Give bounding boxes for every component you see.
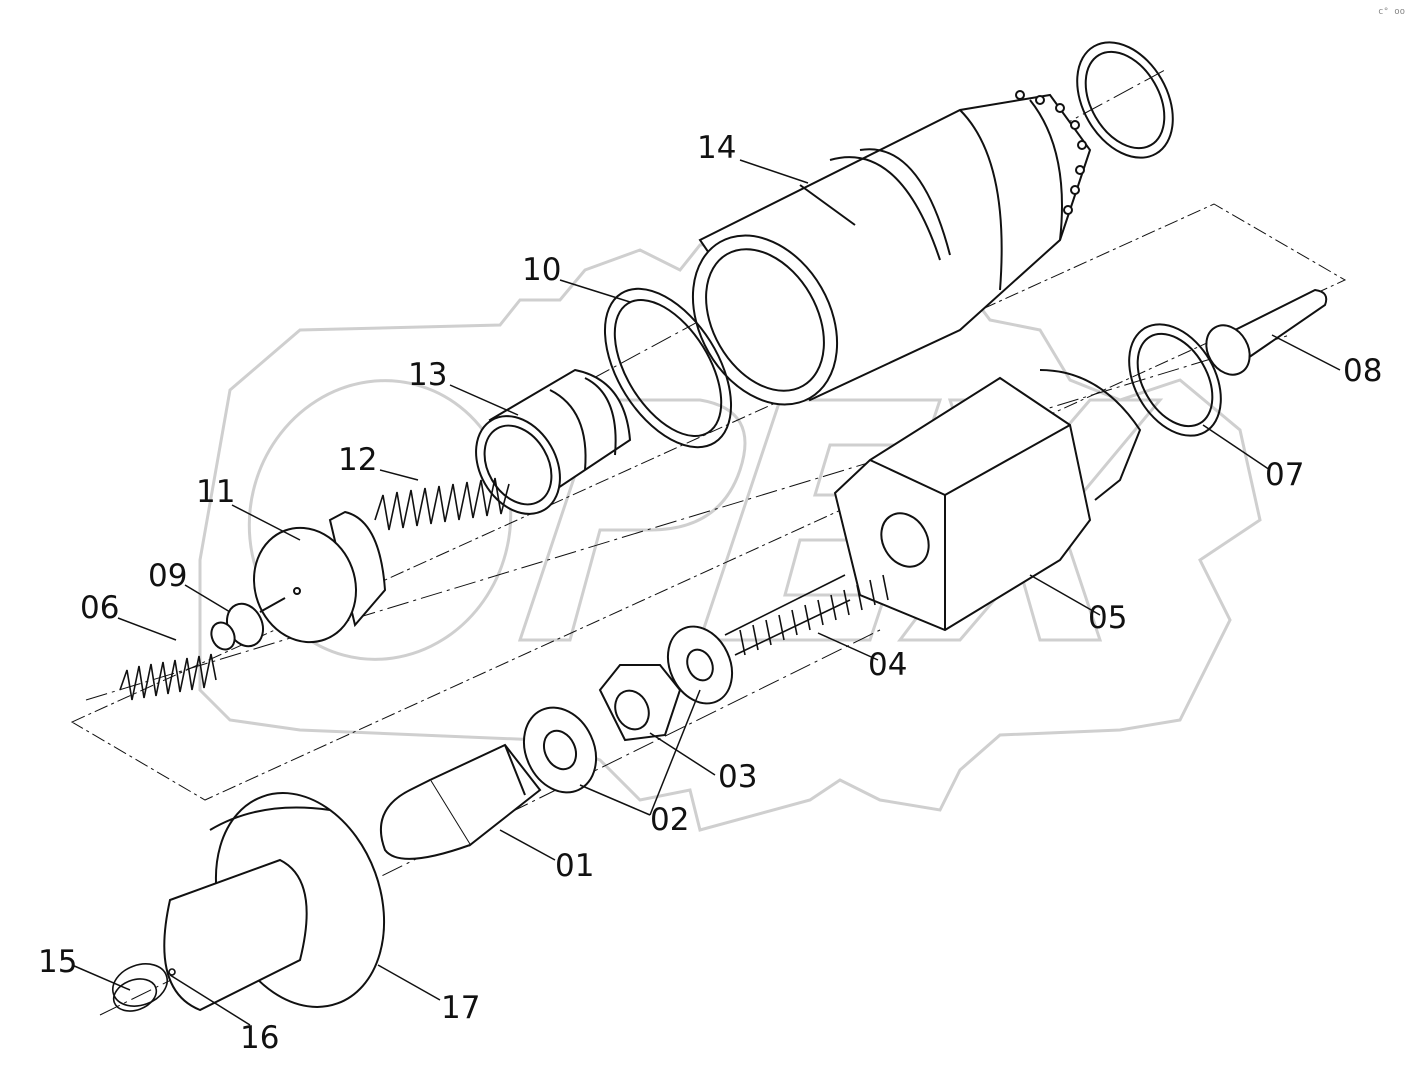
label-03: 03 [718, 759, 757, 795]
leader-01 [499, 829, 556, 861]
label-04: 04 [868, 647, 907, 683]
label-05: 05 [1088, 600, 1127, 636]
part-labels: 14 10 13 12 11 09 06 08 07 05 04 03 02 0… [38, 130, 1382, 1056]
leader-09 [184, 584, 231, 613]
leader-10 [559, 279, 631, 303]
leader-06 [117, 617, 177, 641]
leader-12 [379, 469, 419, 481]
leader-03 [649, 732, 716, 776]
leader-05 [1029, 574, 1101, 616]
leader-11 [231, 504, 301, 541]
label-16: 16 [240, 1020, 279, 1056]
part-top-ring [1058, 25, 1193, 174]
part-12-spring [375, 478, 509, 530]
leader-02a [579, 784, 651, 816]
part-11-cap [238, 512, 385, 657]
corner-mark: c° ooo [1378, 7, 1405, 17]
watermark-letter-o [247, 379, 513, 661]
leader-15 [71, 964, 131, 991]
part-03-nut [600, 665, 680, 740]
label-13: 13 [408, 357, 447, 393]
part-04-stud [725, 575, 888, 655]
leader-07 [1202, 424, 1271, 471]
part-17-large-plug [164, 769, 413, 1030]
label-14: 14 [697, 130, 736, 166]
label-10: 10 [522, 252, 561, 288]
part-05-hex-body [835, 370, 1140, 630]
label-11: 11 [196, 474, 235, 510]
label-12: 12 [338, 442, 377, 478]
part-09-valve [207, 598, 285, 653]
label-08: 08 [1343, 353, 1382, 389]
leader-14 [739, 159, 809, 184]
label-02: 02 [650, 802, 689, 838]
leader-02b [649, 689, 701, 816]
label-17: 17 [441, 990, 480, 1026]
part-14-body [664, 90, 1090, 430]
label-07: 07 [1265, 457, 1304, 493]
part-16-pin [168, 968, 176, 976]
label-06: 06 [80, 590, 119, 626]
part-10-ring [579, 267, 757, 469]
leader-16 [169, 974, 251, 1026]
label-15: 15 [38, 944, 77, 980]
leader-08 [1271, 334, 1341, 371]
part-08-pin [1198, 290, 1327, 383]
part-01-plug [381, 745, 540, 859]
leader-13 [449, 384, 519, 416]
leader-17 [377, 964, 441, 1001]
label-01: 01 [555, 848, 594, 884]
part-02-washer-lower [511, 696, 610, 804]
leader-04 [817, 632, 879, 661]
part-06-spring [120, 654, 216, 700]
part-15-ring [107, 957, 173, 1017]
part-02-washer-upper [656, 616, 744, 714]
label-09: 09 [148, 558, 187, 594]
leader-lines [71, 159, 1341, 1026]
